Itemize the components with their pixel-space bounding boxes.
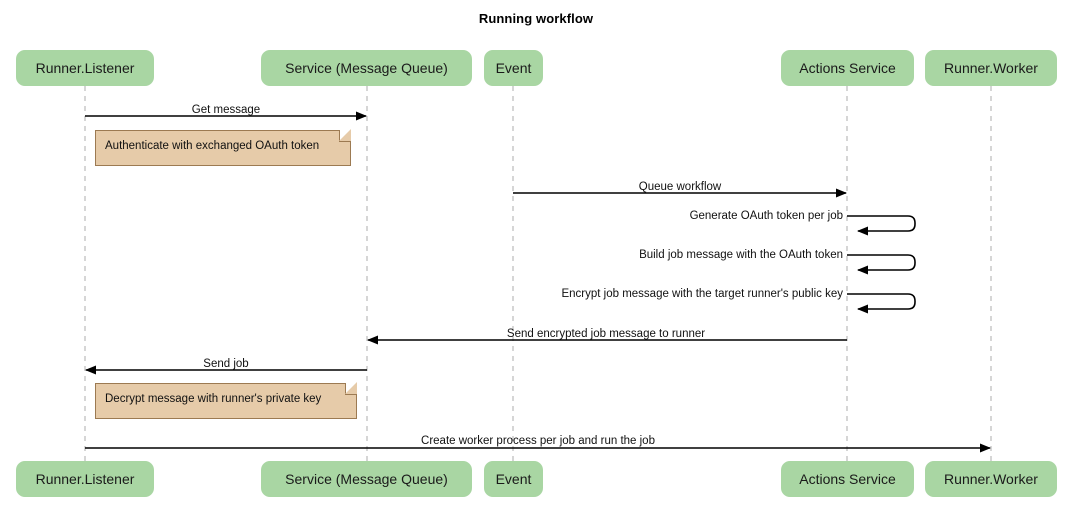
- note-authenticate-with-exchanged-oauth-token: Authenticate with exchanged OAuth token: [95, 129, 351, 166]
- participant-label: Actions Service: [799, 60, 896, 76]
- self-loop-build-job-message-with-the-oauth-token: [847, 254, 916, 275]
- participant-runner-worker-header[interactable]: Runner.Worker: [925, 50, 1057, 86]
- participant-label: Event: [495, 60, 532, 76]
- message-label-queue-workflow: Queue workflow: [638, 181, 722, 193]
- self-loop-encrypt-job-message-with-the-target-runners-public-key: [847, 293, 916, 314]
- participant-label: Service (Message Queue): [285, 60, 448, 76]
- note-decrypt-message-with-runners-private-key: Decrypt message with runner's private ke…: [95, 382, 357, 419]
- participant-runner-worker-footer[interactable]: Runner.Worker: [925, 461, 1057, 497]
- lifelines-group: [84, 86, 992, 461]
- message-label-send-encrypted-job-message-to-runner: Send encrypted job message to runner: [506, 328, 706, 340]
- note-text: Decrypt message with runner's private ke…: [105, 393, 322, 405]
- participant-label: Actions Service: [799, 471, 896, 487]
- participant-event-footer[interactable]: Event: [484, 461, 543, 497]
- participant-actions-service-footer[interactable]: Actions Service: [781, 461, 914, 497]
- participant-label: Runner.Worker: [944, 60, 1038, 76]
- participant-event-header[interactable]: Event: [484, 50, 543, 86]
- note-text: Authenticate with exchanged OAuth token: [105, 140, 320, 152]
- message-label-build-job-message-with-the-oauth-token: Build job message with the OAuth token: [639, 249, 843, 261]
- participant-service-message-queue-header[interactable]: Service (Message Queue): [261, 50, 472, 86]
- participant-label: Runner.Listener: [35, 471, 135, 487]
- message-label-encrypt-job-message-with-the-target-runners-public-key: Encrypt job message with the target runn…: [561, 288, 843, 300]
- message-label-get-message: Get message: [191, 104, 261, 116]
- note-fold-corner-icon: [339, 129, 351, 142]
- message-label-send-job: Send job: [203, 358, 249, 370]
- participant-label: Runner.Listener: [35, 60, 135, 76]
- arrows-group: [85, 111, 991, 453]
- note-fold-corner-icon: [345, 382, 357, 395]
- participant-label: Runner.Worker: [944, 471, 1038, 487]
- participant-service-message-queue-footer[interactable]: Service (Message Queue): [261, 461, 472, 497]
- participant-label: Event: [495, 471, 532, 487]
- participant-runner-listener-header[interactable]: Runner.Listener: [16, 50, 154, 86]
- diagram-title: Running workflow: [478, 11, 594, 26]
- message-label-generate-oauth-token-per-job: Generate OAuth token per job: [689, 210, 843, 222]
- participant-actions-service-header[interactable]: Actions Service: [781, 50, 914, 86]
- participant-runner-listener-footer[interactable]: Runner.Listener: [16, 461, 154, 497]
- participant-label: Service (Message Queue): [285, 471, 448, 487]
- self-loop-generate-oauth-token-per-job: [847, 215, 916, 236]
- message-label-create-worker-process-per-job-and-run-the-job: Create worker process per job and run th…: [421, 435, 655, 447]
